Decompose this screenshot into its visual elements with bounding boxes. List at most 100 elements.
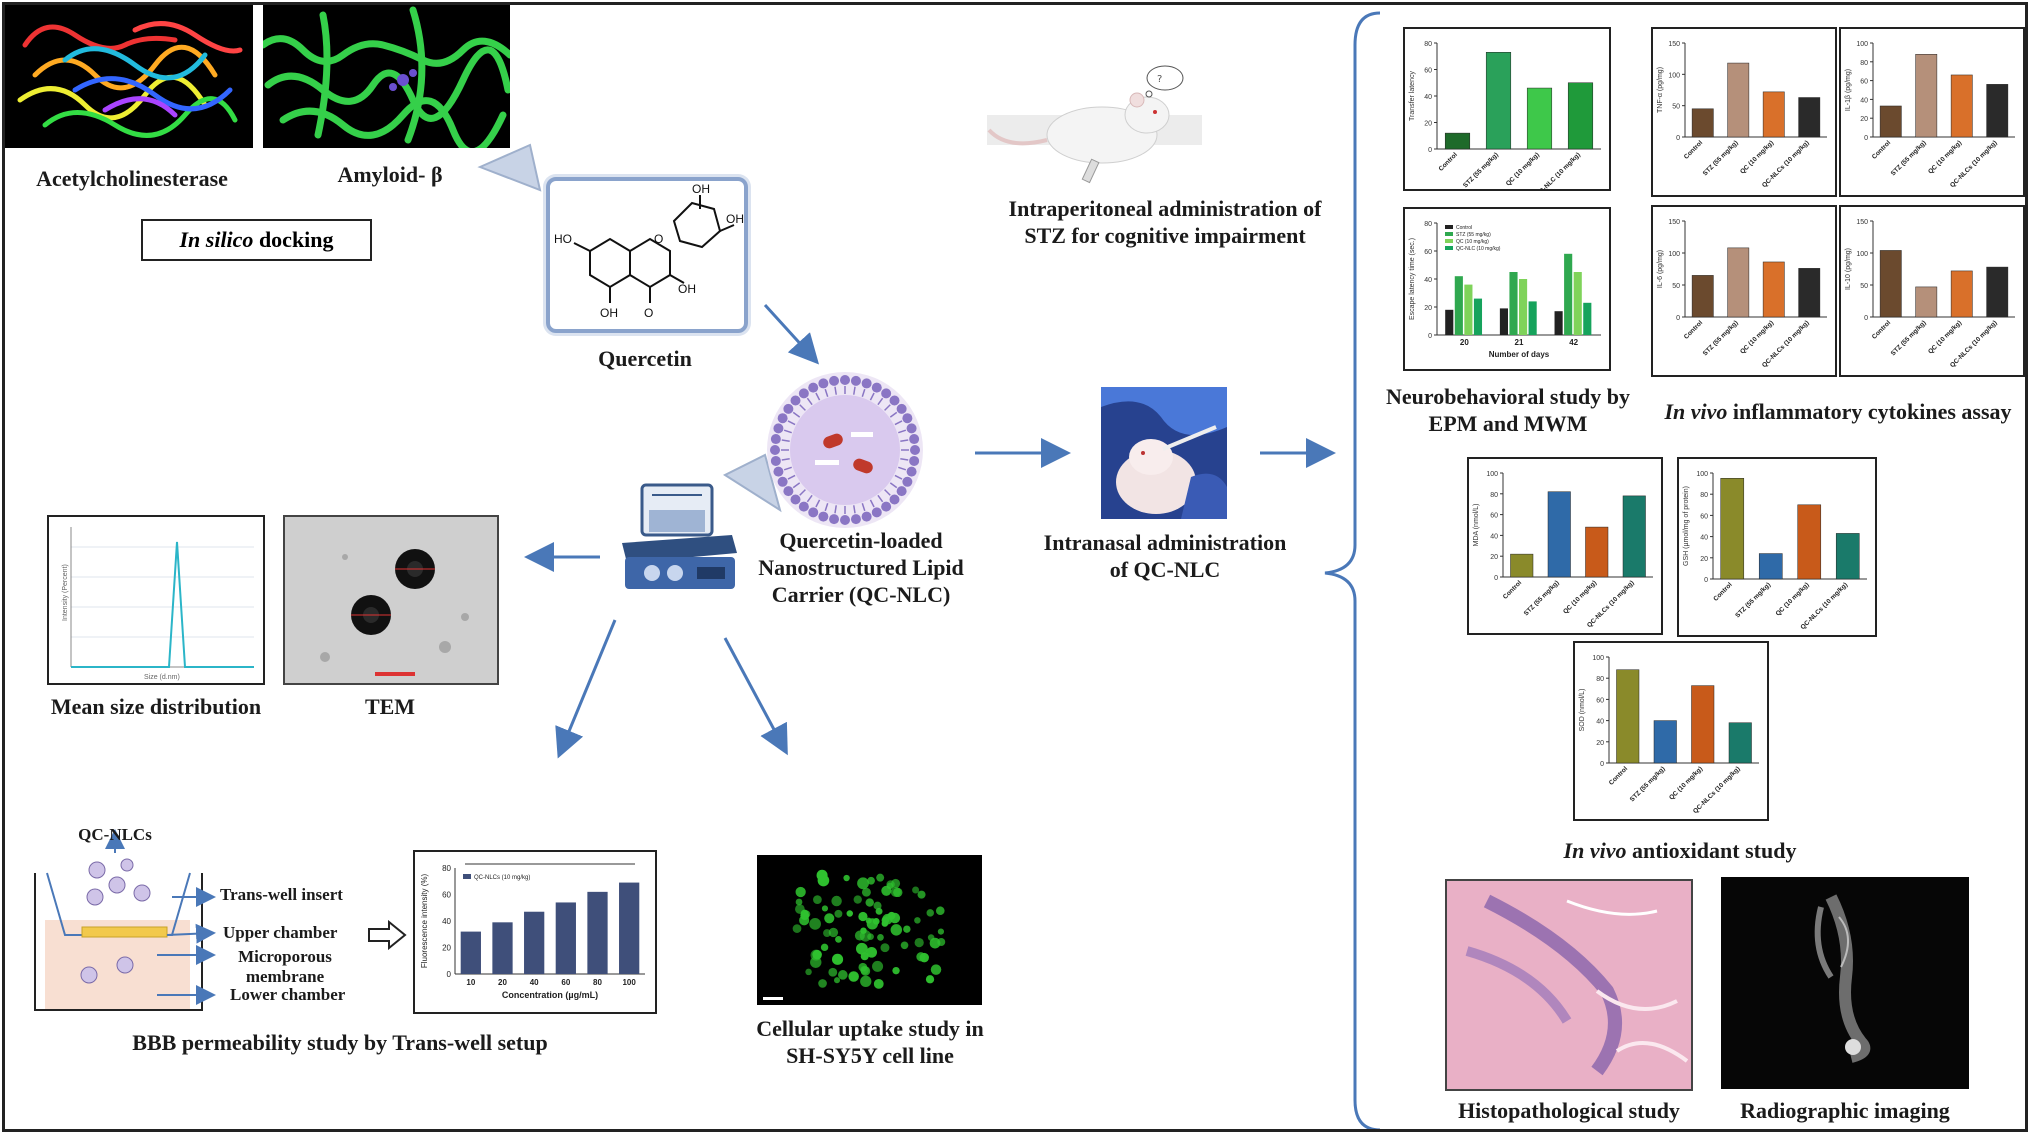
- lipid-head: [840, 515, 850, 525]
- y-tick-label: 40: [442, 917, 451, 926]
- lipid-head: [889, 494, 900, 505]
- cell-dot: [935, 906, 945, 916]
- intranasal-label: Intranasal administration of QC-NLC: [1035, 529, 1295, 583]
- cell-dot: [872, 960, 884, 972]
- legend-swatch: [1445, 225, 1453, 229]
- cell-dot: [919, 952, 929, 963]
- lipid-tail: [900, 439, 909, 442]
- lipid-head: [808, 507, 819, 518]
- cell-dot: [795, 886, 806, 898]
- cell-dot: [853, 895, 862, 904]
- cell-dot: [855, 942, 868, 955]
- radiographic-image: [1721, 877, 1969, 1089]
- neuro-label: Neurobehavioral study by EPM and MWM: [1383, 383, 1633, 437]
- antioxidant-label-italic: In vivo: [1563, 838, 1627, 863]
- lipid-head: [783, 486, 794, 497]
- lipid-head: [902, 476, 913, 487]
- bar: [1691, 685, 1715, 764]
- nlc-particle: [767, 372, 923, 528]
- lipid-tail: [806, 494, 813, 503]
- bar: [1485, 52, 1512, 150]
- y-tick-label: 100: [1668, 72, 1680, 79]
- x-tick-label: Control: [1683, 139, 1704, 160]
- lipid-tail: [853, 505, 856, 514]
- legend-swatch: [1445, 246, 1453, 250]
- docking-callout-triangle: [477, 143, 542, 192]
- neuro-label-text: Neurobehavioral study by EPM and MWM: [1385, 384, 1631, 436]
- y-tick-label: 40: [1700, 535, 1708, 542]
- bar: [1798, 268, 1821, 318]
- acetylcholinesterase-label: Acetylcholinesterase: [36, 166, 228, 191]
- nlc-label: Quercetin-loaded Nanostructured Lipid Ca…: [751, 527, 971, 608]
- arrow-nlc-to-cell: [723, 637, 788, 756]
- y-tick-label: 100: [1856, 251, 1868, 258]
- lipid-tail: [824, 503, 829, 512]
- amyloid-beta-label: Amyloid- β: [337, 162, 443, 187]
- lipid-head: [896, 403, 907, 414]
- y-axis-label: TNF-α (pg/mg): [1657, 67, 1664, 113]
- lipid-tail: [799, 404, 806, 411]
- y-tick-label: 20: [1424, 305, 1432, 312]
- arrow-layer: [477, 11, 1381, 1129]
- size-ylabel: Intensity (Percent): [62, 564, 69, 621]
- lipid-head: [861, 378, 872, 389]
- size-distribution-panel: Intensity (Percent) Size (d.nm): [47, 515, 265, 685]
- cell-dot: [914, 937, 924, 948]
- y-tick-label: 20: [1596, 740, 1604, 747]
- lipid-tail: [889, 411, 898, 418]
- cell-dot: [834, 909, 843, 918]
- bar: [1762, 91, 1785, 138]
- legend-label: Control: [1456, 225, 1472, 231]
- lipid-tail: [869, 392, 875, 401]
- x-tick-label: QC-NLC (10 mg/kg): [1535, 151, 1582, 189]
- cell-dot: [795, 904, 805, 914]
- lipid-tail: [884, 489, 891, 496]
- y-axis-label: Escape latency time (sec.): [1409, 238, 1416, 320]
- upper-chamber-label: Upper chamber: [223, 923, 338, 942]
- cell-dot: [831, 895, 842, 907]
- lipid-tail: [806, 397, 813, 406]
- atom-oh-top: OH: [692, 182, 710, 196]
- y-tick-label: 100: [1592, 655, 1604, 662]
- y-tick-label: 60: [1700, 513, 1708, 520]
- lipid-tail: [898, 429, 907, 434]
- cell-dot: [877, 934, 884, 941]
- y-tick-label: 0: [447, 970, 452, 979]
- y-tick-label: 40: [1424, 94, 1432, 101]
- bar: [1585, 526, 1609, 578]
- bar: [1835, 533, 1860, 580]
- lipid-head: [850, 514, 861, 525]
- cell-dot: [812, 949, 822, 960]
- lipid-head: [818, 378, 829, 389]
- cell-dot: [926, 909, 934, 917]
- y-tick-label: 60: [1860, 79, 1868, 86]
- cell-dot: [890, 924, 903, 936]
- y-tick-label: 0: [1676, 135, 1680, 142]
- cell-dot: [876, 873, 885, 882]
- atom-o-ring: O: [654, 232, 663, 246]
- x-tick-label: 80: [593, 978, 602, 987]
- arrow-nlc-to-bbb: [555, 619, 617, 759]
- lipid-head: [909, 434, 920, 445]
- y-tick-label: 20: [1490, 554, 1498, 561]
- cell-dot: [857, 877, 869, 890]
- bar: [492, 922, 513, 974]
- intranasal-label-text: Intranasal administration of QC-NLC: [1043, 530, 1287, 582]
- y-tick-label: 20: [1424, 121, 1432, 128]
- x-tick-label: STZ (55 mg/kg): [1890, 139, 1928, 177]
- lipid-head: [881, 388, 892, 399]
- y-tick-label: 100: [1668, 251, 1680, 258]
- lipid-head: [790, 395, 801, 406]
- cell-dot: [914, 917, 921, 924]
- x-tick-label: QC (10 mg/kg): [1668, 765, 1704, 801]
- lipid-tail: [834, 386, 837, 395]
- cell-dot: [917, 890, 926, 899]
- x-tick-label: 10: [466, 978, 475, 987]
- bar: [1691, 108, 1714, 138]
- x-tick-label: 20: [1460, 338, 1469, 347]
- bar: [1519, 279, 1528, 335]
